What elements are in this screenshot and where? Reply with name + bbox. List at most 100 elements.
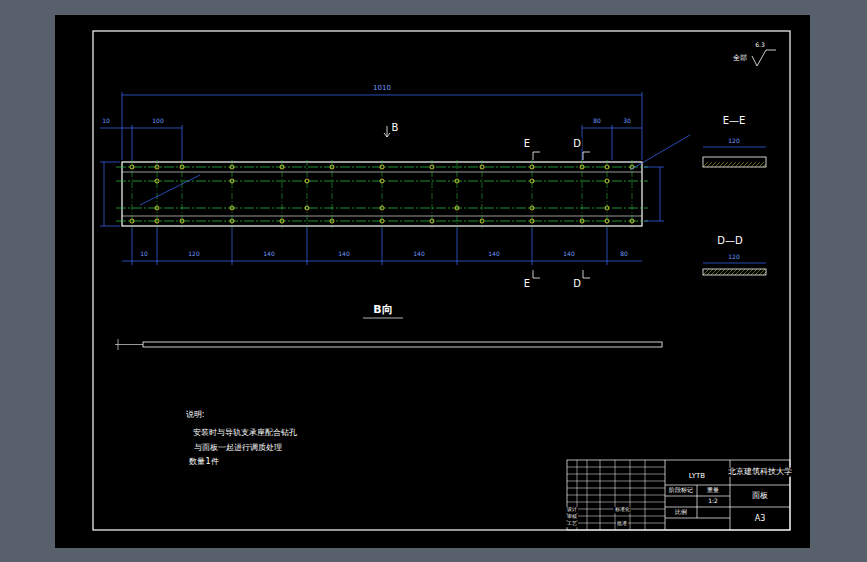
table-line <box>567 474 665 475</box>
extension-line <box>644 167 664 168</box>
table-line <box>567 495 665 496</box>
roughness-symbol <box>752 50 776 66</box>
center-line <box>382 160 383 228</box>
extension-line <box>132 228 133 265</box>
drawing-code: LYTB <box>688 473 706 481</box>
hatch-line <box>715 162 720 167</box>
hatch-line <box>739 162 744 167</box>
extension-line <box>232 228 233 265</box>
dimension: 140 <box>562 251 575 258</box>
table-cell: 比例 <box>674 509 688 516</box>
table-line <box>567 467 665 468</box>
title-grid <box>567 460 665 530</box>
roughness-value: 6.3 <box>754 42 766 49</box>
center-line <box>582 160 583 228</box>
dimension-line <box>703 147 766 148</box>
hatch-line <box>731 162 736 167</box>
hatch-line <box>723 162 728 167</box>
table-line <box>615 460 616 530</box>
hatch-line <box>719 162 724 167</box>
extension-line <box>182 125 183 160</box>
extension-line <box>644 221 664 222</box>
section-mark <box>583 152 590 160</box>
center-line <box>307 160 308 228</box>
dimension: 30 <box>622 118 632 125</box>
hatch-line <box>763 272 766 275</box>
section-markers <box>384 126 590 278</box>
note-text: 与面板一起进行调质处理 <box>193 444 283 453</box>
table-cell: 工艺 <box>566 521 578 527</box>
part-name: 面板 <box>751 492 769 501</box>
hatch-line <box>703 162 708 167</box>
extension-line <box>307 228 308 265</box>
view-letter: B <box>391 122 400 133</box>
table-cell: 审核 <box>566 514 578 520</box>
extension-line <box>100 162 120 163</box>
table-line <box>645 460 646 530</box>
extension-line <box>157 228 158 265</box>
table-line <box>665 496 730 497</box>
table-line <box>567 488 665 489</box>
drawing-frame <box>93 31 790 530</box>
dimension: 120 <box>187 251 200 258</box>
extension-line <box>532 228 533 265</box>
hatch-line <box>759 162 764 167</box>
center-line <box>632 160 633 228</box>
hatch-line <box>763 164 766 167</box>
school-name: 北京建筑科技大学 <box>727 468 793 477</box>
leader-line <box>630 135 690 170</box>
extension-line <box>132 125 133 160</box>
dimension: 1010 <box>372 85 392 93</box>
table-line <box>567 481 665 482</box>
section-letter: D <box>572 278 582 289</box>
dimension: 120 <box>727 138 740 145</box>
table-line <box>567 502 665 503</box>
center-line <box>432 160 433 228</box>
center-line <box>116 167 648 168</box>
hatch-line <box>707 162 712 167</box>
hatch-line <box>759 269 765 275</box>
center-line <box>132 160 133 228</box>
extension-line <box>612 125 613 160</box>
extension-line <box>122 92 123 160</box>
section-title: E—E <box>722 115 747 126</box>
table-line <box>587 460 588 530</box>
section-mark <box>533 152 540 160</box>
extension-line <box>607 228 608 265</box>
table-cell: 设计 <box>566 507 578 513</box>
table-cell: 1:2 <box>707 498 719 505</box>
table-cell: 重量 <box>706 487 720 494</box>
side-view <box>143 342 662 347</box>
dimension-line <box>660 167 661 221</box>
center-line <box>232 160 233 228</box>
hatch-line <box>727 162 732 167</box>
hatch-line <box>735 162 740 167</box>
table-line <box>567 516 665 517</box>
table-line <box>665 518 730 519</box>
dimension-line <box>100 128 182 129</box>
dimension-line <box>703 263 766 264</box>
section-mark <box>583 270 590 278</box>
extension-line <box>100 226 120 227</box>
hatch-line <box>751 162 756 167</box>
hatching <box>703 162 766 167</box>
center-line <box>116 181 648 182</box>
section-mark <box>533 270 540 278</box>
dimension: 120 <box>727 254 740 261</box>
center-line <box>332 160 333 228</box>
table-line <box>600 460 601 530</box>
side-view-bolt <box>118 339 119 350</box>
center-line <box>282 160 283 228</box>
section-letter: E <box>523 278 531 289</box>
section-letter: D <box>572 138 582 149</box>
table-line <box>665 507 790 508</box>
hatch-line <box>743 162 748 167</box>
table-cell: 阶段标记 <box>668 487 694 494</box>
dimension: 140 <box>487 251 500 258</box>
center-line <box>607 160 608 228</box>
dimension: 140 <box>412 251 425 258</box>
title-underline <box>363 318 403 319</box>
